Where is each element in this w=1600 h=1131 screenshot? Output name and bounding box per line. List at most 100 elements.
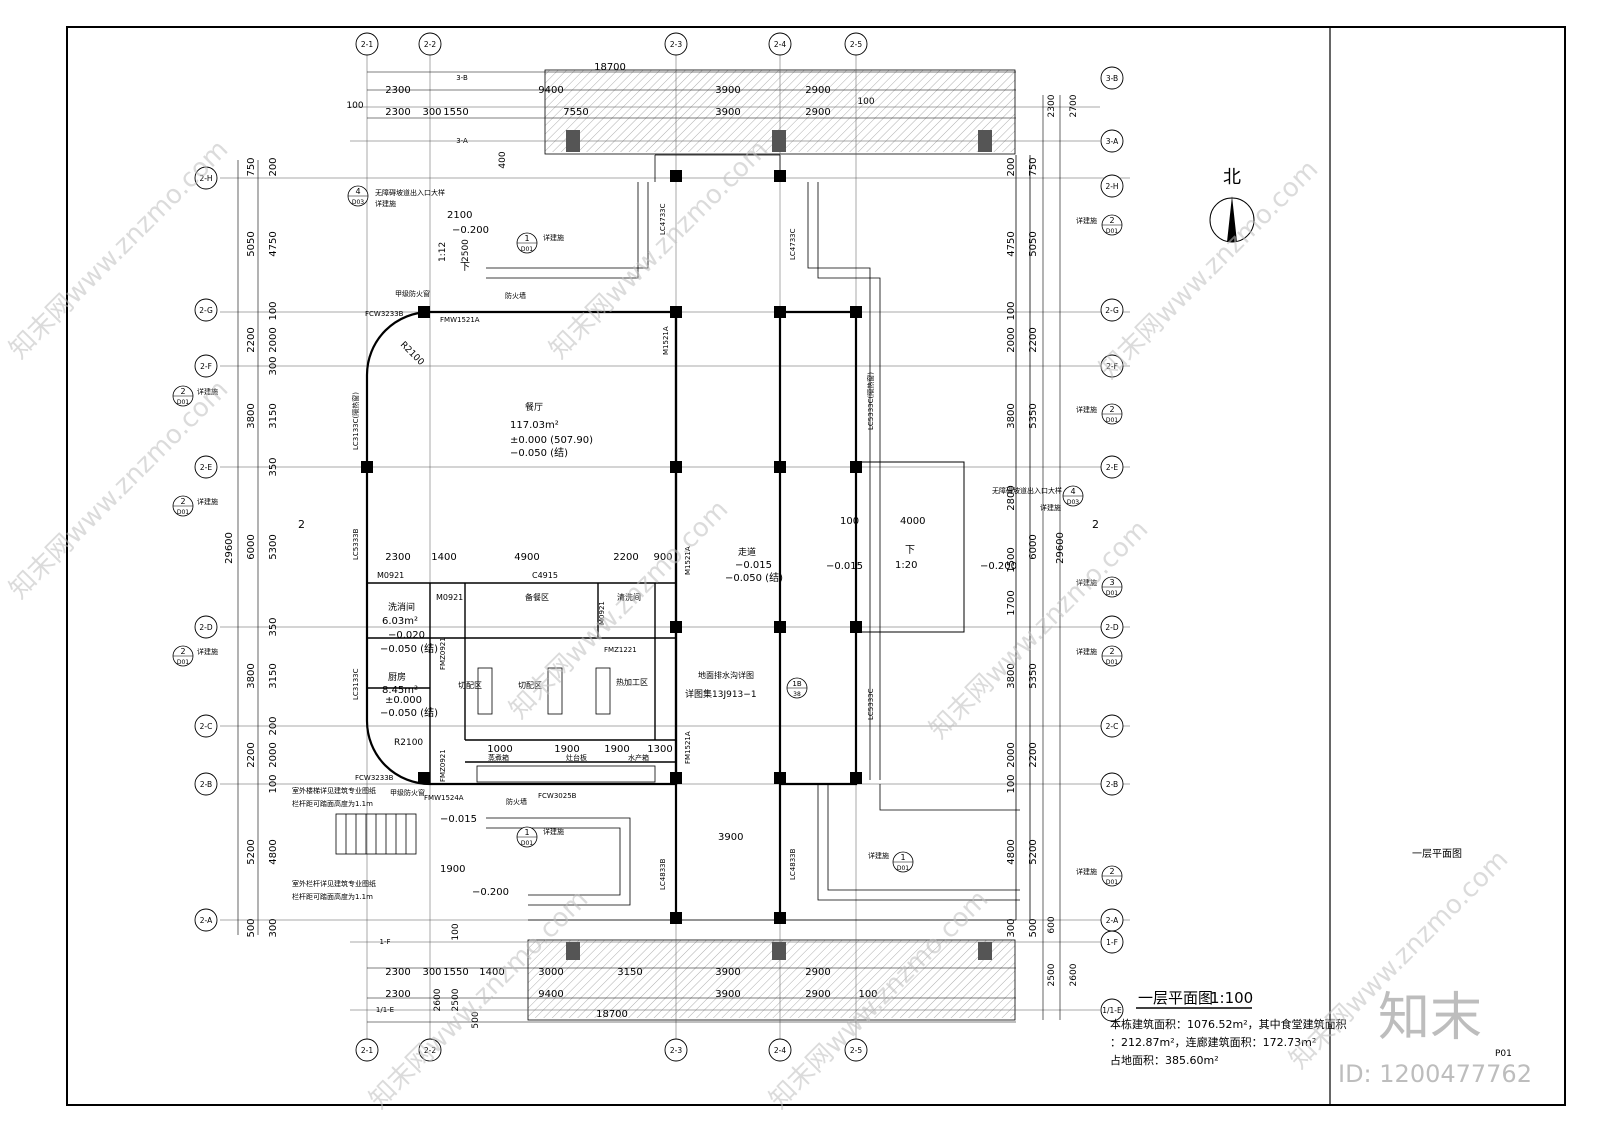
dim-kitchen-row-1: 1900 xyxy=(554,744,579,755)
callout-4-right-see: 详建施 xyxy=(1040,503,1061,512)
dim-left-inner-3: 2000 xyxy=(268,327,279,352)
dim-bottom-side-6: 600 xyxy=(1047,916,1057,933)
area-line-2: ：212.87m²，连廊建筑面积：172.73m² xyxy=(1110,1035,1316,1049)
dim-left-outer-3: 3800 xyxy=(246,403,257,428)
callout-1-right: 1 D01 详建施 xyxy=(868,851,914,873)
window-c4915: C4915 xyxy=(532,571,558,580)
window-lc5333c-a: LC5333C(隔热窗) xyxy=(866,372,875,430)
dim-left-inner-6: 350 xyxy=(268,457,279,476)
axis-top-0-label: 2-1 xyxy=(361,40,373,49)
dim-kitchen-row-2: 1900 xyxy=(604,744,629,755)
dim-left-inner-0: 200 xyxy=(268,157,279,176)
bottom-dimension-2: 3900 xyxy=(718,832,743,843)
axis-right-3: 2-G xyxy=(1100,298,1124,322)
callout-1-right-sheet: D01 xyxy=(897,865,909,872)
dim-right-outer-6: 2200 xyxy=(1028,742,1039,767)
callout-3-right-num: 3 xyxy=(1109,578,1114,587)
dim-left-inner-7: 5300 xyxy=(268,534,279,559)
bottom-elevation-2: −0.200 xyxy=(472,887,509,898)
exterior-stair xyxy=(335,813,417,855)
callout-1-bottom-num: 1 xyxy=(524,828,529,837)
dim-left-inner-11: 2000 xyxy=(268,742,279,767)
dim-bottom-row2-1: 9400 xyxy=(538,989,563,1000)
axis-right-11: 1/1-E xyxy=(1100,998,1124,1022)
axis-bottom-4-label: 2-5 xyxy=(850,1046,862,1055)
dim-left-inner-1: 4750 xyxy=(268,231,279,256)
dim-prep-row-2: 4900 xyxy=(514,552,539,563)
dim-prep-row-1: 1400 xyxy=(431,552,456,563)
top-ramp-elevation: −0.200 xyxy=(452,225,489,236)
door-window-labels: M0921 M0921 M0921 FMZ1221 FMZ0921 FMZ092… xyxy=(292,188,1062,901)
dim-bottom-side-0: 2600 xyxy=(433,988,443,1011)
dim-left-outer-6: 2200 xyxy=(246,742,257,767)
dim-top-side-4: 100 xyxy=(857,97,874,107)
callout-1-bottom: 1 D01 详建施 xyxy=(516,826,564,848)
counter-3: 水产箱 xyxy=(628,753,649,762)
dim-top-side-2: 2700 xyxy=(1069,94,1079,117)
callout-2-right-a: 2 D01 详建施 xyxy=(1076,214,1123,236)
axis-left-5-label: 2-C xyxy=(200,722,213,731)
side-title: 一层平面图 xyxy=(1412,848,1462,860)
callout-4-top-sheet: D03 xyxy=(352,199,364,206)
callout-3-right: 3 D01 详建施 xyxy=(1076,576,1123,598)
axis-left-7: 2-A xyxy=(194,908,218,932)
callout-1-right-see: 详建施 xyxy=(868,851,889,860)
axis-left-1-label: 2-G xyxy=(199,306,213,315)
detail-callouts: 1 D01 详建施 1 D01 详建施 1 D01 详建施 4 D03 详建施 xyxy=(172,185,1123,887)
axis-left-7-label: 2-A xyxy=(200,916,213,925)
dim-top-row1-2: 3900 xyxy=(715,85,740,96)
callout-2-right-b: 2 D01 详建施 xyxy=(1076,403,1123,425)
axis-right-5-label: 2-E xyxy=(1106,463,1118,472)
top-ramp-down: 下 xyxy=(460,262,470,273)
building-walls xyxy=(365,310,965,920)
dim-left-inner-10: 200 xyxy=(268,716,279,735)
room-labels: 餐厅 117.03m² ±0.000 (507.90) −0.050 (结) 走… xyxy=(380,210,1017,898)
callout-4-top-see: 详建施 xyxy=(375,199,396,208)
callout-2-right-d-sheet: D01 xyxy=(1106,879,1118,886)
cut-area-2: 切配区 xyxy=(518,681,542,690)
callout-2-right-d-num: 2 xyxy=(1109,867,1114,876)
dim-prep-row-4: 900 xyxy=(653,552,672,563)
axis-bottom-2: 2-3 xyxy=(664,1038,688,1062)
window-fcw3233b-b: FCW3233B xyxy=(355,774,394,782)
window-fcw3233b-a: FCW3233B xyxy=(365,310,404,318)
axis-right-0-label: 3-B xyxy=(1106,74,1118,83)
dim-left-inner-8: 350 xyxy=(268,617,279,636)
dim-right-outer-1: 5050 xyxy=(1028,231,1039,256)
dim-bottom-row1-4: 3000 xyxy=(538,967,563,978)
dim-right-outer-4: 6000 xyxy=(1028,534,1039,559)
axis-top-4-label: 2-5 xyxy=(850,40,862,49)
callout-3-right-see: 详建施 xyxy=(1076,578,1097,587)
section-mark-right: 2 xyxy=(1092,518,1099,531)
watermark-6: 知末网www.znzmo.com xyxy=(1094,154,1325,385)
radius-r2100-a: R2100 xyxy=(398,340,426,368)
axis-bottom-1-label: 2-2 xyxy=(424,1046,436,1055)
ramp-dimension-2: 100 xyxy=(840,516,859,527)
bottom-dimension: 1900 xyxy=(440,864,465,875)
axis-left-2: 2-F xyxy=(194,354,218,378)
fire-window-b: 甲级防火窗 xyxy=(390,788,425,797)
dim-right-inner-9: 2000 xyxy=(1006,742,1017,767)
axis-bottom-3-label: 2-4 xyxy=(774,1046,786,1055)
callout-1-right-num: 1 xyxy=(900,853,905,862)
north-arrow: 北 xyxy=(1209,167,1255,243)
dim-left-inner-12: 100 xyxy=(268,774,279,793)
callout-2-left-a-see: 详建施 xyxy=(197,387,218,396)
dim-bottom-side-2: 500 xyxy=(471,1011,481,1028)
window-fcw3025b: FCW3025B xyxy=(538,792,577,800)
axis-right-10-label: 1-F xyxy=(1106,938,1118,947)
callout-1b-num: 1B xyxy=(792,680,801,688)
counter-2: 灶台板 xyxy=(566,753,587,762)
dim-top-side-1: 2300 xyxy=(1047,94,1057,117)
axis-left-5: 2-C xyxy=(194,714,218,738)
dim-left-inner-9: 3150 xyxy=(268,663,279,688)
axis-left-2-label: 2-F xyxy=(200,362,212,371)
dim-bottom-row2-3: 2900 xyxy=(805,989,830,1000)
kitchen-elevation-structure: −0.050 (结) xyxy=(380,706,438,719)
axis-left-6-label: 2-B xyxy=(200,780,212,789)
callout-2-left-b-num: 2 xyxy=(180,497,185,506)
dim-right-inner-0: 200 xyxy=(1006,157,1017,176)
axis-right-1: 3-A xyxy=(1100,129,1124,153)
connector-walkways xyxy=(486,154,1031,921)
